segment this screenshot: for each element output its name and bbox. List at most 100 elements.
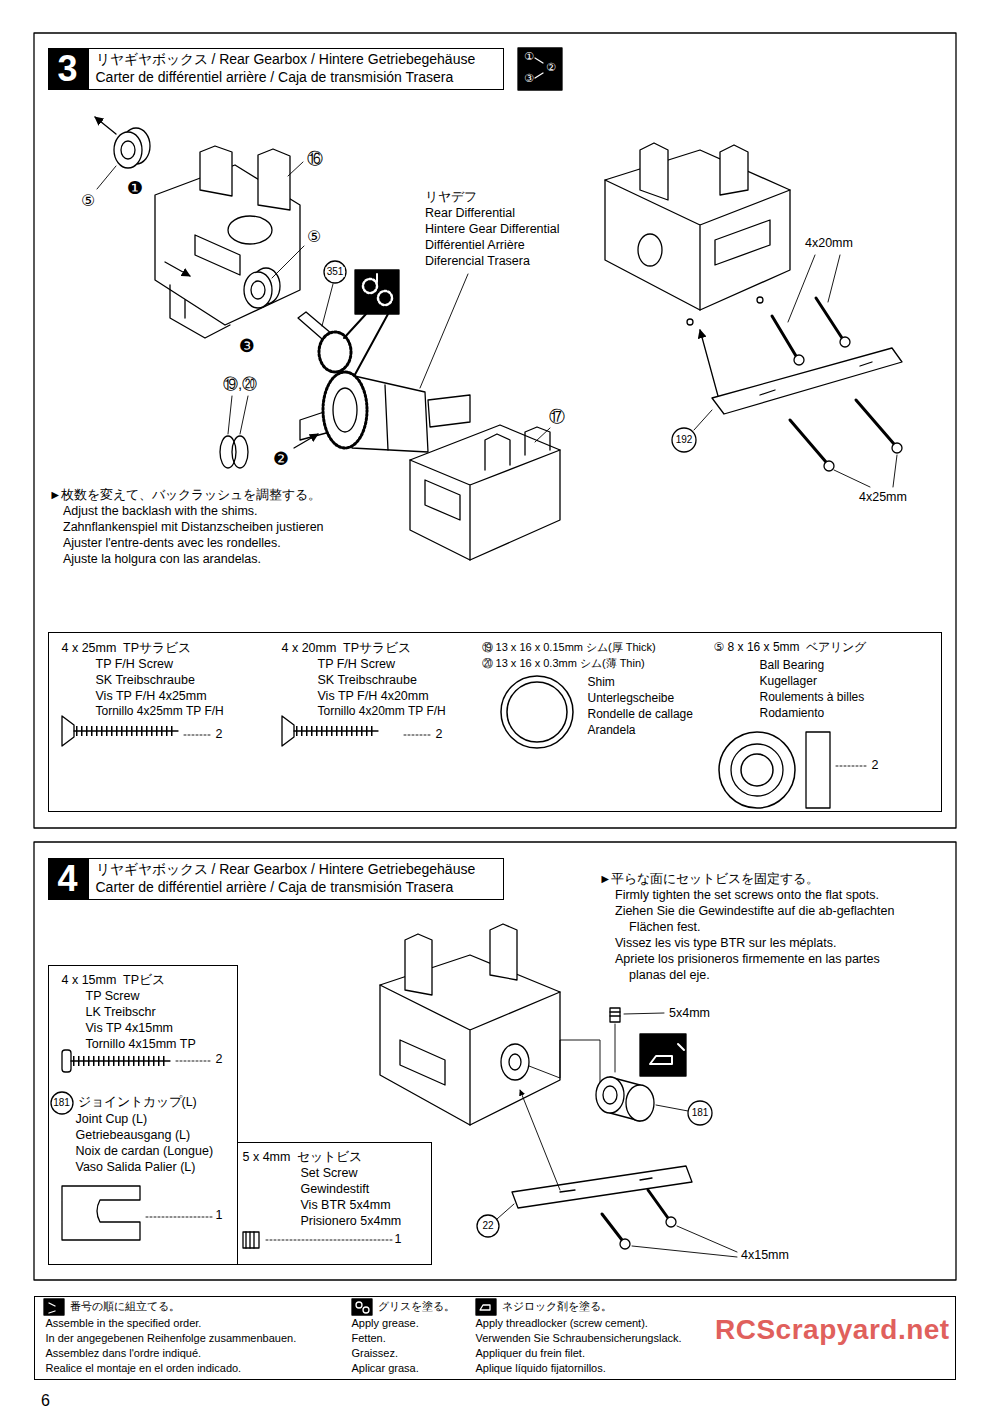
callout-number: 22 xyxy=(481,1221,494,1231)
parts-table-text: 2 xyxy=(216,727,223,741)
parts-table-text: TP F/H Screw xyxy=(96,657,174,671)
parts-table-text: Tornillo 4x15mm TP xyxy=(86,1037,196,1051)
parts-table-text: Vis TP F/H 4x20mm xyxy=(318,689,429,703)
parts-table-text: 4 x 20mm TPサラビス xyxy=(282,641,412,655)
order-icon xyxy=(44,1299,64,1315)
parts-table-text: 1 xyxy=(395,1232,402,1246)
ball-bearing xyxy=(244,272,272,308)
parts-table-text: Vis TP 4x15mm xyxy=(86,1021,174,1035)
step-number-text: 3 xyxy=(57,51,77,87)
symbol-key-text: Assemble in the specified order. xyxy=(46,1317,202,1330)
step-panel xyxy=(34,33,956,828)
symbol-key-text: Aplicar grasa. xyxy=(352,1362,419,1375)
symbol-key-text: グリスを塗る。 xyxy=(378,1300,455,1313)
symbol-key-text: 番号の順に組立てる。 xyxy=(70,1300,180,1313)
callout-number: 181 xyxy=(691,1108,710,1118)
parts-table-text: ⑳ 13 x 16 x 0.3mm シム(薄 Thin) xyxy=(482,657,645,670)
parts-table-text: Noix de cardan (Longue) xyxy=(76,1144,214,1158)
step-title-text: リヤギヤボックス / Rear Gearbox / Hintere Getrie… xyxy=(96,861,476,877)
note-text: Ajuster l'entre-dents avec les rondelles… xyxy=(62,536,282,550)
step-marker: ❷ xyxy=(272,449,290,470)
screw-drawing xyxy=(62,1050,71,1072)
note-text: Ziehen Sie die Gewindestifte auf die ab-… xyxy=(614,904,895,918)
symbol-key-text: Verwenden Sie Schraubensicherungslack. xyxy=(476,1332,682,1345)
parts-table-text: Roulements à billes xyxy=(760,691,865,705)
step-marker: ❶ xyxy=(126,178,144,199)
parts-table-text: 1 xyxy=(216,1208,223,1222)
parts-table-text: Set Screw xyxy=(301,1166,358,1180)
part-name: Rear Differential xyxy=(424,206,516,220)
dimension-label: 4x15mm xyxy=(740,1248,790,1262)
parts-table-text: Getriebeausgang (L) xyxy=(76,1128,191,1142)
dimension-label: 5x4mm xyxy=(668,1006,711,1020)
grease-icon xyxy=(352,1299,372,1315)
gearbox-half xyxy=(410,425,560,560)
bearing-drawing xyxy=(719,732,795,808)
threadlocker-icon xyxy=(476,1299,496,1315)
parts-table-text: 5 x 4mm セットビス xyxy=(243,1150,363,1164)
step-panel xyxy=(34,842,956,1280)
gearbox-assembled xyxy=(380,924,560,1125)
parts-table-text: Vaso Salida Palier (L) xyxy=(76,1160,196,1174)
parts-table-text: Rodamiento xyxy=(760,707,825,721)
shim-drawing xyxy=(501,676,573,748)
page-number: 6 xyxy=(40,1392,51,1410)
order-digit: ③ xyxy=(523,72,535,85)
parts-table-text: 2 xyxy=(216,1052,223,1066)
parts-table-text: Vis BTR 5x4mm xyxy=(301,1198,391,1212)
parts-table-text: Tornillo 4x20mm TP F/H xyxy=(318,705,446,719)
threadlocker-icon xyxy=(640,1034,686,1076)
parts-table: 4 x 15mm TPビス TP Screw LK TreibschrVis TP … xyxy=(48,965,238,1265)
note-text: Flächen fest. xyxy=(628,920,702,934)
parts-table-text: LK Treibschr xyxy=(86,1005,156,1019)
note-text: planas del eje. xyxy=(628,968,711,982)
parts-table-text: Gewindestift xyxy=(301,1182,370,1196)
note-text: Firmly tighten the set screws onto the f… xyxy=(614,888,880,902)
callout-number: ⑤ xyxy=(80,192,96,210)
parts-table-text: TP Screw xyxy=(86,989,140,1003)
step-title: リヤギヤボックス / Rear Gearbox / Hintere Getrie… xyxy=(88,48,504,90)
parts-table-text: Shim xyxy=(588,676,615,690)
part-name: リヤデフ xyxy=(424,190,478,204)
step-title: リヤギヤボックス / Rear Gearbox / Hintere Getrie… xyxy=(88,858,504,900)
parts-table-text: 4 x 15mm TPビス xyxy=(62,973,166,987)
brace-plate xyxy=(512,1166,692,1208)
parts-table-text: Arandela xyxy=(588,724,636,738)
step-title-text: Carter de différentiel arrière / Caja de… xyxy=(96,879,454,895)
callout-number: 192 xyxy=(675,435,694,445)
note-text: Vissez les vis type BTR sur les méplats. xyxy=(614,936,837,950)
step-title-text: リヤギヤボックス / Rear Gearbox / Hintere Getrie… xyxy=(96,51,476,67)
parts-table-text: Kugellager xyxy=(760,675,817,689)
symbol-key-text: Graissez. xyxy=(352,1347,398,1360)
step-number-text: 4 xyxy=(57,861,77,897)
step-marker: ❸ xyxy=(238,336,256,357)
parts-table-text: SK Treibschraube xyxy=(318,673,417,687)
joint-cup-drawing xyxy=(62,1186,140,1240)
rear-differential xyxy=(300,372,470,452)
parts-table-text: ⑲ 13 x 16 x 0.15mm シム(厚 Thick) xyxy=(482,641,656,654)
parts-table-text: Tornillo 4x25mm TP F/H xyxy=(96,705,224,719)
grease-icon xyxy=(355,270,399,314)
symbol-key-text: Fetten. xyxy=(352,1332,386,1345)
symbol-key-text: Realice el montaje en el orden indicado. xyxy=(46,1362,242,1375)
part-name: Diferencial Trasera xyxy=(424,254,531,268)
parts-table-text: ⑤ 8 x 16 x 5mm ベアリング xyxy=(714,641,867,655)
parts-table-text: Ball Bearing xyxy=(760,659,825,673)
symbol-key-text: ネジロック剤を塗る。 xyxy=(502,1300,612,1313)
symbol-key-text: Appliquer du frein filet. xyxy=(476,1347,585,1360)
note-text: Ajuste la holgura con las arandelas. xyxy=(62,552,262,566)
parts-table-text: 2 xyxy=(872,758,879,772)
note-text: Apriete los prisioneros firmemente en la… xyxy=(614,952,881,966)
parts-table-text: Prisionero 5x4mm xyxy=(301,1214,402,1228)
parts-table-text: SK Treibschraube xyxy=(96,673,195,687)
symbol-key-text: Aplique líquido fijatornillos. xyxy=(476,1362,606,1375)
set-screw xyxy=(610,1008,620,1022)
symbol-key-text: Apply grease. xyxy=(352,1317,419,1330)
order-icon xyxy=(518,48,562,90)
brace-plate xyxy=(712,348,902,414)
symbol-key-text: In der angegebenen Reihenfolge zusammenb… xyxy=(46,1332,297,1345)
order-digit: ② xyxy=(545,61,557,74)
part-name: Différentiel Arrière xyxy=(424,238,526,252)
dimension-label: 4x20mm xyxy=(804,236,854,250)
